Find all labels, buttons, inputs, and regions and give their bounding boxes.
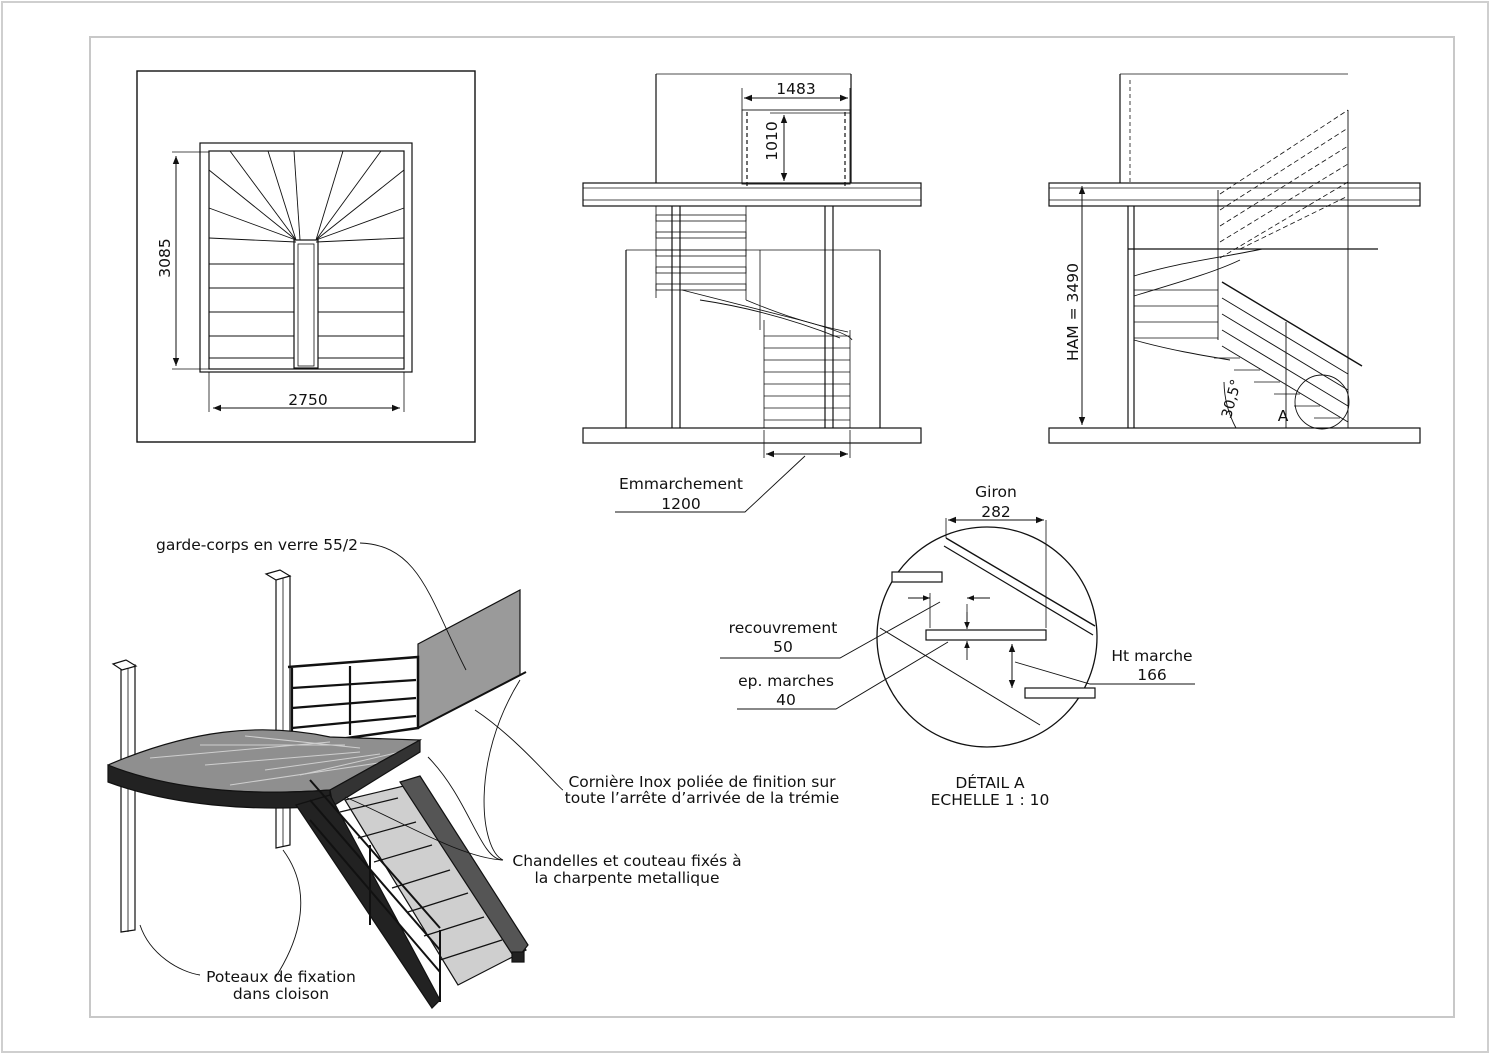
detail-a-view — [720, 516, 1195, 748]
giron-label: Giron — [975, 483, 1017, 501]
flight-treads — [344, 784, 527, 986]
front-width-dimension: 1483 — [776, 80, 815, 98]
ham-dimension: HAM = 3490 — [1064, 263, 1082, 361]
corniere-annotation-line2: toute l’arrête d’arrivée de la trémie — [565, 789, 840, 807]
front-elevation — [582, 73, 922, 513]
plan-view — [136, 70, 476, 443]
corniere-annotation-line1: Cornière Inox poliée de finition sur — [568, 773, 836, 791]
front-floor-slab — [582, 427, 922, 444]
glass-railing-panel — [417, 589, 521, 729]
garde-corps-annotation: garde-corps en verre 55/2 — [156, 536, 358, 554]
detail-tread-low — [1024, 687, 1096, 699]
ht-marche-value: 166 — [1137, 666, 1167, 684]
detail-a-marker-circle — [1294, 374, 1350, 430]
front-railing-height-dimension: 1010 — [763, 121, 781, 160]
detail-tread-top — [891, 571, 943, 583]
plan-width-dimension: 2750 — [288, 391, 327, 409]
detail-scale: ECHELLE 1 : 10 — [931, 791, 1050, 809]
plan-opening-inner — [208, 150, 405, 370]
plan-boundary — [136, 70, 476, 443]
chandelles-annotation-line2: la charpente metallique — [534, 869, 719, 887]
emmarchement-label: Emmarchement — [619, 475, 743, 493]
side-floor-slab — [1048, 427, 1421, 444]
side-elevation — [1048, 73, 1421, 444]
ep-marches-label: ep. marches — [738, 672, 834, 690]
recouvrement-value: 50 — [773, 638, 793, 656]
detail-a-marker: A — [1278, 407, 1289, 425]
poteaux-annotation-line2: dans cloison — [233, 985, 329, 1003]
detail-tread-mid — [925, 629, 1047, 641]
recouvrement-label: recouvrement — [729, 619, 838, 637]
plan-winder-lines — [208, 150, 405, 243]
ep-marches-value: 40 — [776, 691, 796, 709]
front-upper-slab — [582, 182, 922, 207]
front-glass-railing — [741, 109, 851, 185]
side-upper-slab — [1048, 182, 1421, 207]
giron-value: 282 — [981, 503, 1011, 521]
drawing-frame — [89, 36, 1455, 1018]
plan-tread-lines — [209, 263, 404, 359]
ht-marche-label: Ht marche — [1111, 647, 1192, 665]
isometric-view — [107, 569, 529, 1009]
poteaux-annotation-line1: Poteaux de fixation — [206, 968, 356, 986]
plan-core — [293, 239, 319, 369]
annotation-leaders — [139, 542, 564, 979]
angle-dimension: 30,5° — [1219, 378, 1245, 420]
plan-depth-dimension: 3085 — [156, 238, 174, 277]
plan-opening-outer — [199, 142, 413, 373]
emmarchement-value: 1200 — [661, 495, 700, 513]
detail-title: DÉTAIL A — [955, 773, 1025, 792]
chandelles-annotation-line1: Chandelles et couteau fixés à — [512, 852, 741, 870]
